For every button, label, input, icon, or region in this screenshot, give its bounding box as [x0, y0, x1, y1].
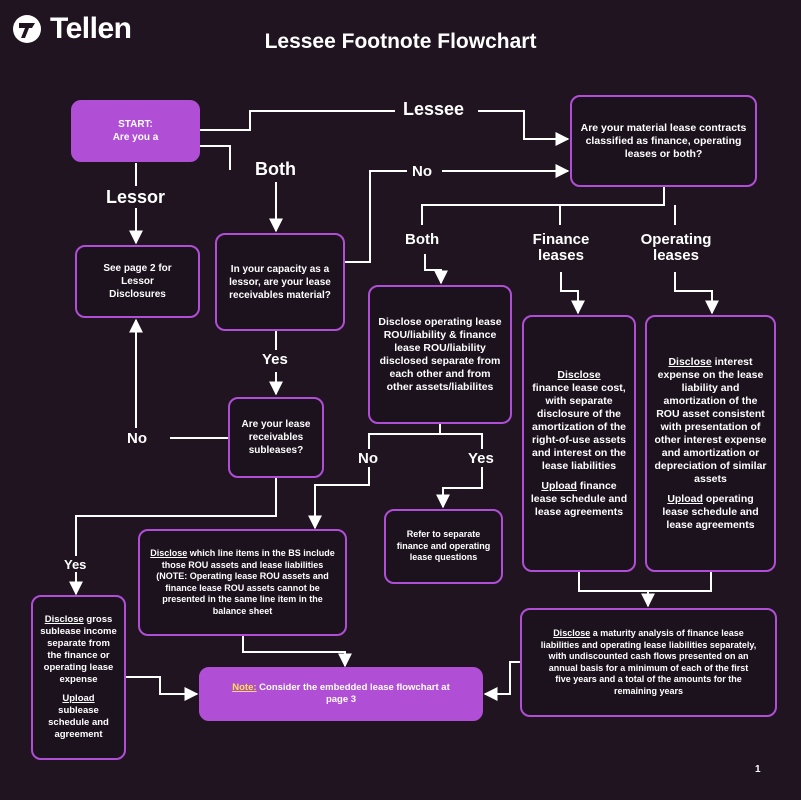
finance-upload-text: finance lease schedule and lease agreeme…	[530, 479, 628, 518]
start-node: START: Are you a	[71, 100, 200, 162]
lease-classification-text: Are your material lease contracts classi…	[580, 121, 747, 160]
note-node: Note: Consider the embedded lease flowch…	[199, 667, 483, 721]
connector-question-branches	[421, 187, 665, 225]
tellen-logo-icon	[13, 15, 41, 43]
connector-lineitems-note	[242, 636, 352, 668]
maturity-text: a maturity analysis of finance lease lia…	[540, 628, 757, 696]
connector-subleases-yes	[75, 478, 277, 556]
page-title: Lessee Footnote Flowchart	[264, 30, 537, 53]
sublease-upload-text: sublease schedule and agreement	[48, 705, 109, 740]
connector-disclose-noyes	[368, 424, 441, 449]
label-both-top: Both	[255, 159, 296, 179]
finance-upload-word: Upload	[541, 479, 577, 492]
finance-disclose-text: finance lease cost, with separate disclo…	[532, 381, 626, 472]
label-lessor: Lessor	[106, 187, 166, 207]
label-no-top: No	[412, 163, 432, 180]
sublease-upload-word: Upload	[62, 693, 95, 704]
subleases-question: Are your lease receivables subleases?	[228, 397, 324, 478]
label-both-mid: Both	[405, 231, 440, 248]
connector-start-lessee	[200, 110, 395, 131]
line-items-text: which line items in the BS include those…	[156, 548, 335, 616]
both-disclose-text: Disclose operating lease ROU/liability &…	[378, 315, 502, 393]
connector-start-both	[200, 145, 231, 170]
connector-operating-box	[674, 272, 719, 315]
line-items-disclose-word: Disclose	[150, 548, 188, 558]
connector-capacity-no	[345, 170, 407, 263]
finance-lease-node: Disclose finance lease cost, with separa…	[522, 315, 636, 572]
operating-disclose-word: Disclose	[668, 355, 712, 368]
note-word: Note:	[232, 682, 257, 693]
connector-no-lineitems	[308, 467, 370, 530]
label-yes-left: Yes	[64, 557, 87, 572]
refer-node: Refer to separate finance and operating …	[384, 509, 503, 584]
lease-classification-question: Are your material lease contracts classi…	[570, 95, 757, 187]
refer-text: Refer to separate finance and operating …	[396, 529, 491, 563]
connector-operating-maturity	[648, 572, 712, 592]
lessor-disclosures-text: See page 2 for Lessor Disclosures	[103, 263, 172, 300]
connector-finance-maturity	[578, 572, 648, 592]
subleases-text: Are your lease receivables subleases?	[241, 419, 311, 456]
connector-finance-box	[560, 272, 585, 315]
label-yes-mid: Yes	[262, 351, 288, 368]
label-lessee: Lessee	[403, 99, 465, 119]
label-operating-leases: Operating leases	[640, 231, 712, 264]
note-text: Consider the embedded lease flowchart at…	[259, 682, 450, 705]
lessor-capacity-question: In your capacity as a lessor, are your l…	[215, 233, 345, 331]
connector-disclose-yes	[440, 433, 483, 449]
maturity-disclose-word: Disclose	[553, 628, 591, 638]
start-text: Are you a	[112, 132, 159, 143]
finance-disclose-word: Disclose	[557, 368, 601, 381]
start-prefix: START:	[118, 119, 153, 130]
brand-logo: Tellen	[12, 12, 132, 46]
operating-disclose-text: interest expense on the lease liability …	[654, 355, 767, 485]
sublease-income-node: Disclose gross sublease income separate …	[31, 595, 126, 760]
connector-yes-refer	[436, 467, 483, 509]
label-finance-leases: Finance leases	[532, 231, 590, 264]
label-yes-center: Yes	[468, 450, 494, 467]
brand-name: Tellen	[50, 12, 132, 45]
sublease-disclose-text: gross sublease income separate from the …	[40, 614, 117, 685]
operating-upload-text: operating lease schedule and lease agree…	[662, 492, 759, 531]
both-disclose-node: Disclose operating lease ROU/liability &…	[368, 285, 512, 424]
connector-sublease-note	[126, 676, 199, 701]
connector-lessee-question	[478, 110, 570, 146]
lessor-capacity-text: In your capacity as a lessor, are your l…	[229, 263, 331, 301]
page-number: 1	[755, 764, 761, 775]
lessor-disclosures-node: See page 2 for Lessor Disclosures	[75, 245, 200, 318]
connector-both-disclose	[424, 254, 448, 285]
operating-lease-node: Disclose interest expense on the lease l…	[645, 315, 776, 572]
connector-maturity-note	[483, 661, 520, 701]
sublease-disclose-word: Disclose	[44, 614, 84, 625]
line-items-node: Disclose which line items in the BS incl…	[138, 529, 347, 636]
label-no-left: No	[127, 430, 147, 447]
maturity-analysis-node: Disclose a maturity analysis of finance …	[520, 608, 777, 717]
label-no-center: No	[358, 450, 378, 467]
operating-upload-word: Upload	[667, 492, 703, 505]
